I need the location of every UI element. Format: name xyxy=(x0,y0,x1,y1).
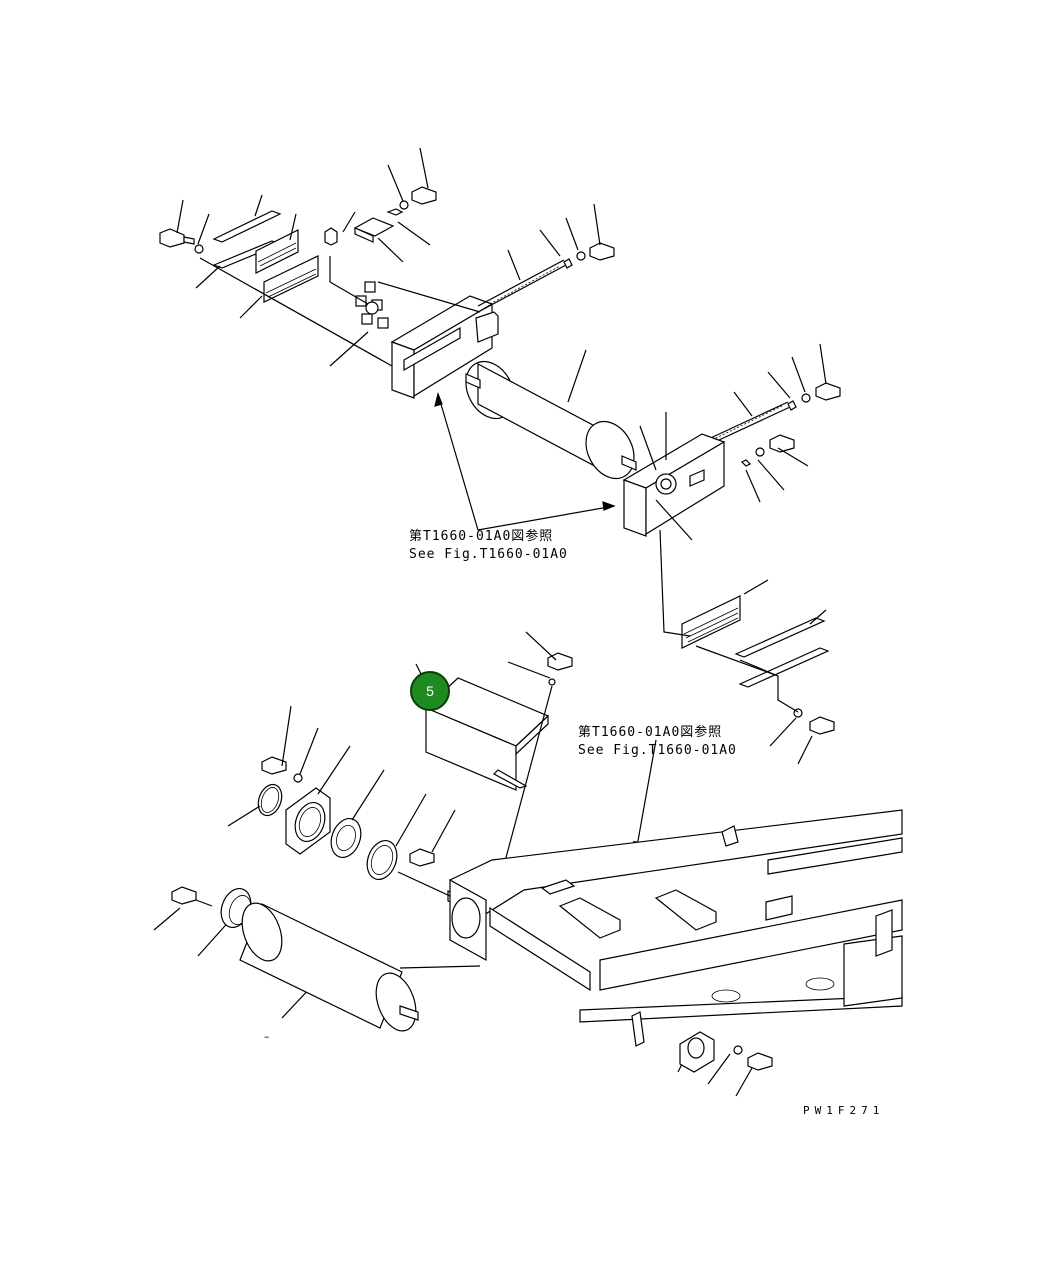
bolt-icon xyxy=(589,242,615,261)
reference-jp: 第T1660-01A0図参照 xyxy=(409,529,554,544)
bolt-icon xyxy=(809,716,835,735)
bolt-icon xyxy=(547,652,573,671)
brush-seal-2 xyxy=(263,255,319,303)
flange-bearing xyxy=(285,787,331,855)
bolt-icon xyxy=(261,756,287,775)
bearing xyxy=(330,818,362,858)
bolt-icon xyxy=(171,886,197,905)
adjust-bolt xyxy=(631,1011,645,1047)
adjuster-rod xyxy=(477,259,567,312)
washer-icon xyxy=(733,1045,743,1055)
washer-icon xyxy=(548,678,556,686)
bolt-icon xyxy=(159,228,195,248)
reference-en: See Fig.T1660-01A0 xyxy=(578,743,737,758)
flange-unit xyxy=(679,1031,715,1073)
bolt-icon xyxy=(409,848,435,867)
washer-icon xyxy=(194,244,204,254)
bolt-icon xyxy=(747,1052,773,1071)
coupling-icon xyxy=(355,281,389,329)
washer-icon xyxy=(801,393,811,403)
conveyor-frame xyxy=(449,809,903,1023)
callout-badge[interactable]: 5 xyxy=(410,671,450,711)
reference-jp: 第T1660-01A0図参照 xyxy=(578,725,723,740)
washer-icon xyxy=(576,251,586,261)
bolt-icon xyxy=(769,434,795,453)
grease-nipple-icon xyxy=(324,227,338,246)
bolt-icon xyxy=(411,186,437,205)
seal-ring xyxy=(366,840,398,880)
drawing-code: PW1F271 xyxy=(803,1104,885,1117)
reference-note-top: 第T1660-01A0図参照 See Fig.T1660-01A0 xyxy=(409,528,568,564)
washer-icon xyxy=(399,200,409,210)
lower-assembly xyxy=(153,631,903,1097)
stray-mark: – xyxy=(264,1030,270,1043)
callout-number: 5 xyxy=(426,683,434,699)
reference-arrows xyxy=(434,392,616,531)
lower-drum xyxy=(239,902,419,1032)
reference-en: See Fig.T1660-01A0 xyxy=(409,547,568,562)
seal-plate xyxy=(212,210,282,243)
bolt-icon xyxy=(815,382,841,401)
pulley-drum xyxy=(465,360,637,480)
brush-seal-right xyxy=(681,595,741,649)
upper-pulley-assembly xyxy=(159,147,841,765)
brush-seal xyxy=(255,229,299,274)
reference-note-middle: 第T1660-01A0図参照 See Fig.T1660-01A0 xyxy=(578,724,737,760)
washer-icon xyxy=(293,773,303,783)
snap-ring xyxy=(257,783,283,817)
